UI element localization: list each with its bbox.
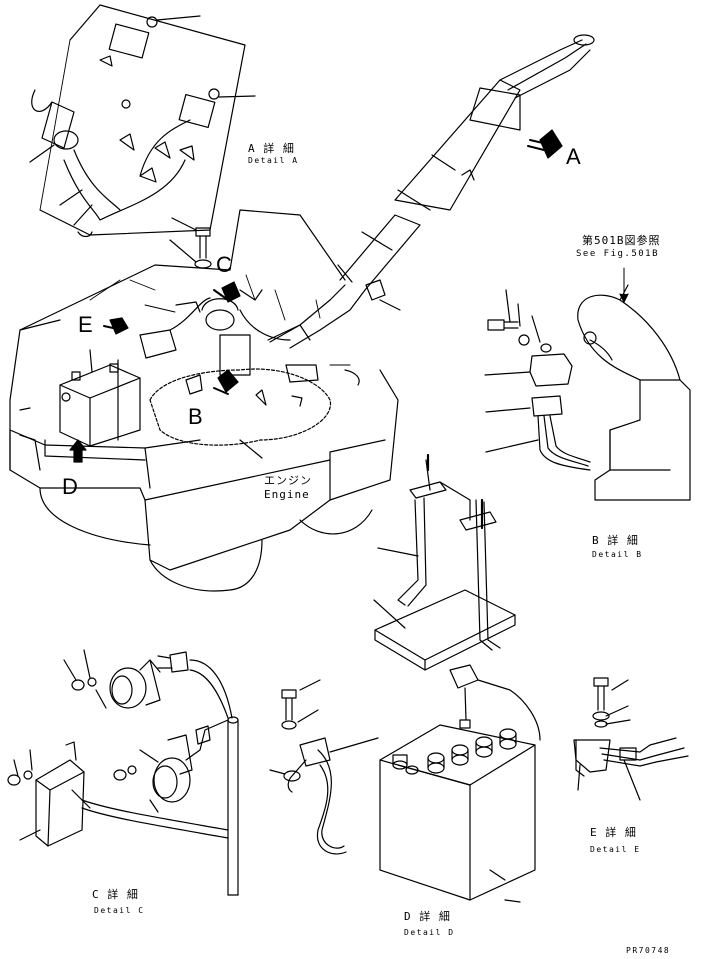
- detail-b-title: B 詳 細: [592, 534, 639, 547]
- drawing-number: PR70748: [626, 946, 671, 955]
- arrow-e-icon: [104, 318, 128, 334]
- battery-holddown: [374, 455, 515, 670]
- bolt-c: [170, 218, 211, 268]
- detail-c-illustration: [8, 650, 238, 895]
- detail-d-title: D 詳 細: [404, 910, 451, 923]
- battery-on-machine: [60, 350, 140, 446]
- detail-e-caption: Detail E: [590, 845, 641, 854]
- arrow-d-icon: [70, 440, 86, 462]
- callout-c: C: [216, 252, 232, 277]
- callout-b: B: [188, 404, 203, 429]
- detail-a-title: A 詳 細: [248, 142, 295, 155]
- detail-b-illustration: [485, 268, 690, 500]
- callout-d: D: [62, 474, 78, 499]
- callout-a: A: [566, 144, 581, 169]
- reference-en: See Fig.501B: [576, 249, 660, 259]
- arrow-a-icon: [528, 130, 562, 158]
- control-lever: [270, 35, 594, 348]
- detail-a-caption: Detail A: [248, 156, 299, 165]
- detail-d-battery: [380, 665, 540, 902]
- leader-lines-main: [90, 275, 350, 365]
- detail-c-title: C 詳 細: [92, 888, 139, 901]
- engine-label-ja: エンジン: [264, 474, 312, 487]
- detail-c-caption: Detail C: [94, 906, 145, 915]
- callout-e: E: [78, 312, 93, 337]
- machine-body: [10, 210, 398, 591]
- engine-label-en: Engine: [264, 488, 310, 501]
- detail-a-illustration: [30, 5, 255, 237]
- arrow-b-icon: [214, 370, 238, 394]
- detail-e-illustration: [574, 678, 688, 800]
- detail-e-title: E 詳 細: [590, 826, 637, 839]
- arrow-c-icon: [214, 282, 240, 302]
- detail-d-caption: Detail D: [404, 928, 455, 937]
- detail-d-cable: [270, 680, 378, 854]
- detail-b-caption: Detail B: [592, 550, 643, 559]
- reference-ja: 第501B図参照: [582, 234, 661, 247]
- engine-area: [140, 290, 359, 458]
